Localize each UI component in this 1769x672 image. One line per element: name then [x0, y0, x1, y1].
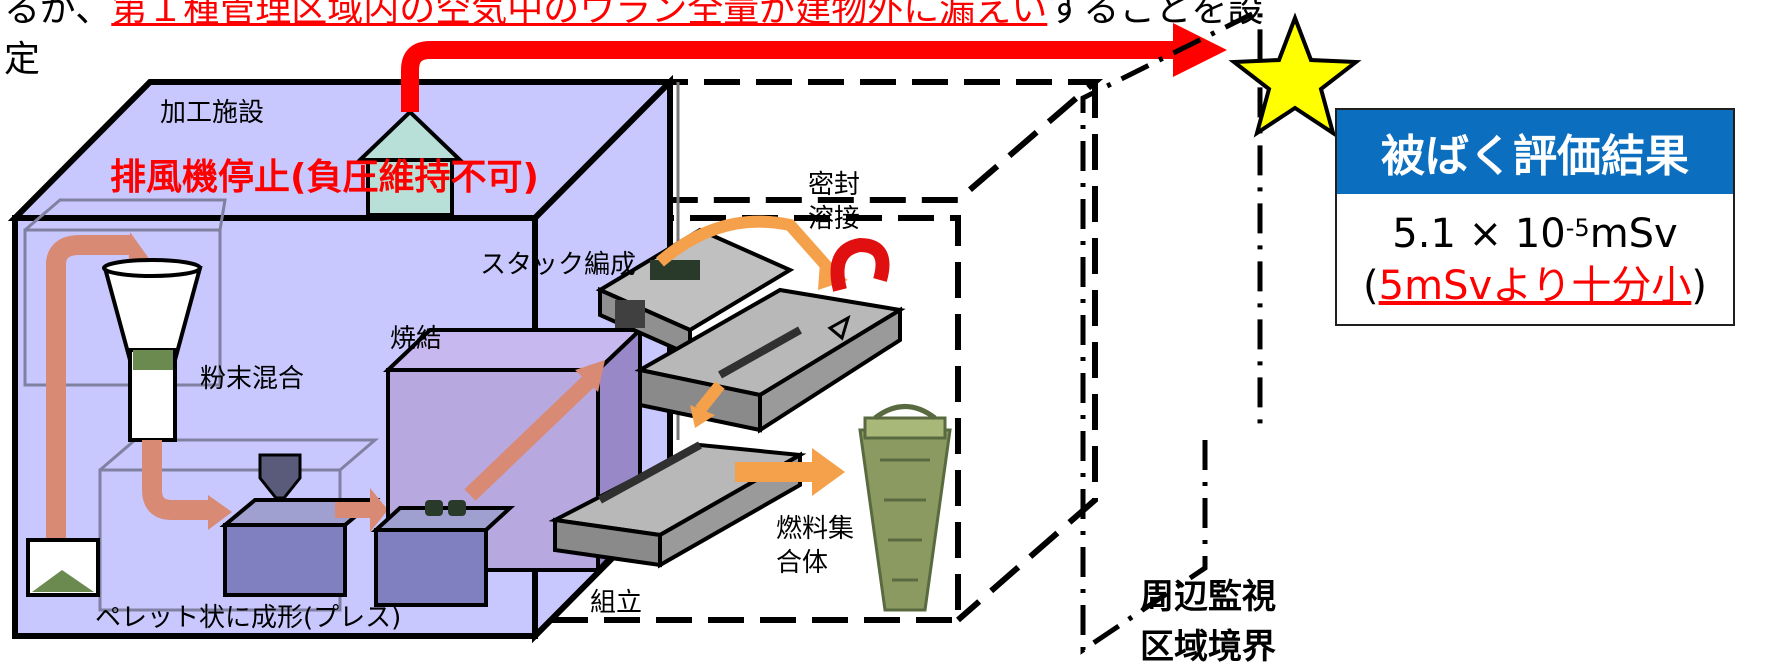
exposure-result-box: 被ばく評価結果 5.1 × 10-5mSv (5mSvより十分小): [1335, 108, 1735, 326]
result-body: 5.1 × 10-5mSv (5mSvより十分小): [1337, 194, 1733, 312]
caption-red: 第１種管理区域内の空気中のウラン全量が建物外に漏えい: [111, 0, 1048, 30]
result-value-unit: mSv: [1589, 211, 1678, 257]
press-machine: [219, 453, 388, 597]
label-powder-mixing: 粉末混合: [200, 364, 305, 394]
assembly-machines: [548, 215, 906, 569]
caption-post: することを設: [1047, 0, 1264, 30]
result-value-exponent: -5: [1565, 214, 1590, 242]
result-value: 5.1 × 10-5mSv: [1337, 208, 1733, 260]
label-sintering: 焼結: [390, 324, 443, 354]
result-note-close: ): [1691, 263, 1707, 309]
result-note: (5mSvより十分小): [1337, 260, 1733, 312]
monitoring-boundary: [1080, 5, 1263, 655]
fuel-assembly-graphic: [858, 404, 952, 612]
caption-line-1: るが、第１種管理区域内の空気中のウラン全量が建物外に漏えいすることを設: [4, 0, 1263, 32]
caption-line-2: 定: [4, 39, 41, 80]
exhaust-stack: [355, 109, 465, 217]
label-boundary: 周辺監視区域境界: [1140, 577, 1276, 667]
mixer-equipment: [26, 232, 232, 597]
label-assembly: 組立: [590, 588, 643, 618]
result-title: 被ばく評価結果: [1337, 110, 1733, 194]
label-stack-forming: スタック編成: [480, 250, 637, 280]
evaluation-point-star: [1228, 12, 1362, 138]
result-note-open: (: [1363, 263, 1379, 309]
label-pellet-press: ペレット状に成形(プレス): [95, 603, 402, 633]
caption-pre: るが、: [4, 0, 112, 30]
label-fuel-assembly: 燃料集合体: [776, 514, 855, 578]
sintering-furnace: [370, 325, 645, 607]
label-sealing: 密封溶接: [808, 170, 861, 234]
leak-arrow: [401, 23, 1227, 112]
result-value-base: 5.1 × 10: [1392, 211, 1566, 257]
label-fan-stop: 排風機停止(負圧維持不可): [110, 157, 539, 198]
result-note-red: 5mSvより十分小: [1378, 263, 1692, 309]
label-facility: 加工施設: [160, 98, 265, 128]
